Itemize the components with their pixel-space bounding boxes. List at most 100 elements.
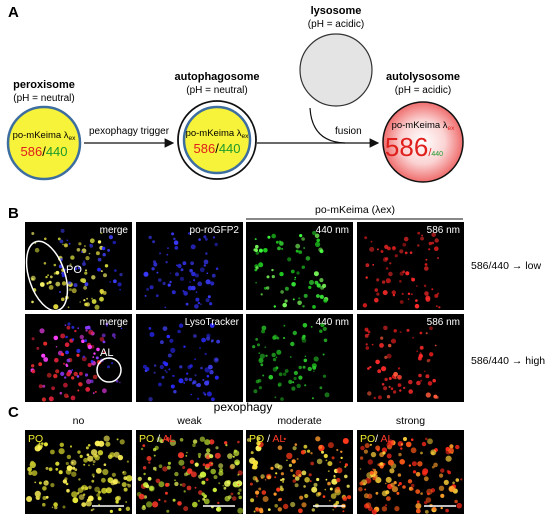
micro-dot [186, 468, 193, 474]
micro-dot [119, 273, 123, 277]
micro-dot [410, 438, 414, 442]
micro-dot [184, 377, 188, 382]
micro-dot [68, 242, 71, 245]
micro-dot [416, 500, 420, 504]
micro-dot [323, 298, 328, 303]
micro-dot [79, 301, 81, 303]
micro-dot [312, 305, 316, 309]
micro-dot [99, 296, 104, 302]
micro-dot [85, 269, 87, 272]
micro-dot [87, 363, 92, 367]
micro-dot [258, 507, 264, 512]
micro-dot [53, 263, 57, 267]
micro-dot [45, 466, 49, 470]
micro-dot [223, 486, 227, 490]
micro-dot [400, 447, 403, 450]
micro-dot [374, 288, 379, 292]
micro-dot [165, 436, 170, 442]
micro-dot [42, 384, 46, 388]
micro-dot [319, 329, 323, 333]
micro-dot [73, 371, 78, 377]
micro-dot [198, 490, 203, 495]
lysosome-fusion-curve [309, 107, 346, 144]
micro-dot [190, 471, 197, 478]
micro-dot [308, 473, 312, 477]
micro-dot [254, 248, 258, 252]
pexophagy-title: pexophagy [214, 400, 273, 414]
micro-dot [294, 278, 296, 281]
micro-dot [322, 374, 327, 378]
micro-dot [288, 463, 292, 467]
micro-dot [140, 447, 144, 451]
micro-dot [290, 269, 295, 274]
autolysosome-440: 440 [431, 151, 443, 158]
micrograph-row2-3 [357, 314, 464, 402]
micro-dot [253, 510, 256, 513]
micro-dot [443, 479, 449, 485]
micro-dot [415, 299, 418, 302]
micro-dot [384, 504, 388, 507]
micro-dot [281, 478, 285, 481]
micro-dot [234, 459, 241, 466]
micro-dot [71, 491, 78, 498]
micro-dot [255, 490, 260, 495]
micro-dot [390, 482, 395, 488]
autophagosome-probe: po-mKeima λ [186, 128, 242, 139]
micro-dot [262, 496, 269, 502]
autolysosome-586: 586 [385, 132, 428, 162]
micro-dot [386, 453, 392, 459]
micro-dot [73, 283, 78, 288]
micro-dot [148, 397, 153, 402]
micro-dot [381, 366, 387, 372]
micro-dot [192, 443, 196, 448]
autophagosome-inner-circle [182, 105, 252, 175]
micro-dot [302, 334, 306, 339]
pexophagy-level-label: weak [176, 415, 202, 427]
micro-dot [190, 393, 193, 396]
micro-dot [30, 275, 36, 281]
micro-dot [186, 451, 188, 454]
micro-dot [433, 462, 438, 468]
micro-dot [359, 481, 364, 486]
micro-dot [211, 339, 214, 342]
micro-dot [205, 279, 211, 285]
micro-dot [85, 256, 90, 261]
micro-dot [400, 443, 403, 446]
micro-dot [192, 380, 197, 384]
micro-dot [393, 329, 397, 333]
micro-dot [51, 386, 55, 391]
micro-dot [385, 278, 391, 284]
micro-dot [179, 438, 184, 442]
micro-dot [394, 254, 398, 258]
micro-dot [126, 460, 129, 463]
micro-dot [373, 470, 378, 475]
micro-dot [77, 327, 80, 330]
micro-dot [205, 298, 210, 303]
micro-dot [149, 332, 155, 337]
micro-dot [279, 241, 284, 246]
micro-dot [320, 322, 325, 328]
micro-dot [26, 496, 33, 502]
micro-dot [143, 271, 149, 277]
micro-dot [112, 240, 117, 245]
micro-dot [174, 471, 179, 477]
micro-dot [404, 251, 408, 255]
micro-dot [81, 339, 85, 344]
micro-dot [83, 260, 86, 263]
micro-dot [260, 476, 263, 479]
micro-dot [440, 468, 445, 473]
micrograph-row1-0 [25, 222, 132, 310]
micro-dot [71, 338, 75, 341]
micro-dot [328, 499, 331, 502]
micro-dot [415, 472, 421, 477]
micro-dot [358, 486, 363, 492]
micro-dot [362, 303, 368, 308]
micro-dot [397, 375, 402, 379]
micro-dot [375, 491, 379, 495]
micro-dot [311, 486, 318, 493]
micro-dot [158, 278, 162, 282]
micro-dot [230, 463, 236, 469]
micro-dot [336, 477, 341, 483]
micro-dot [271, 233, 277, 239]
micro-dot [62, 479, 68, 484]
